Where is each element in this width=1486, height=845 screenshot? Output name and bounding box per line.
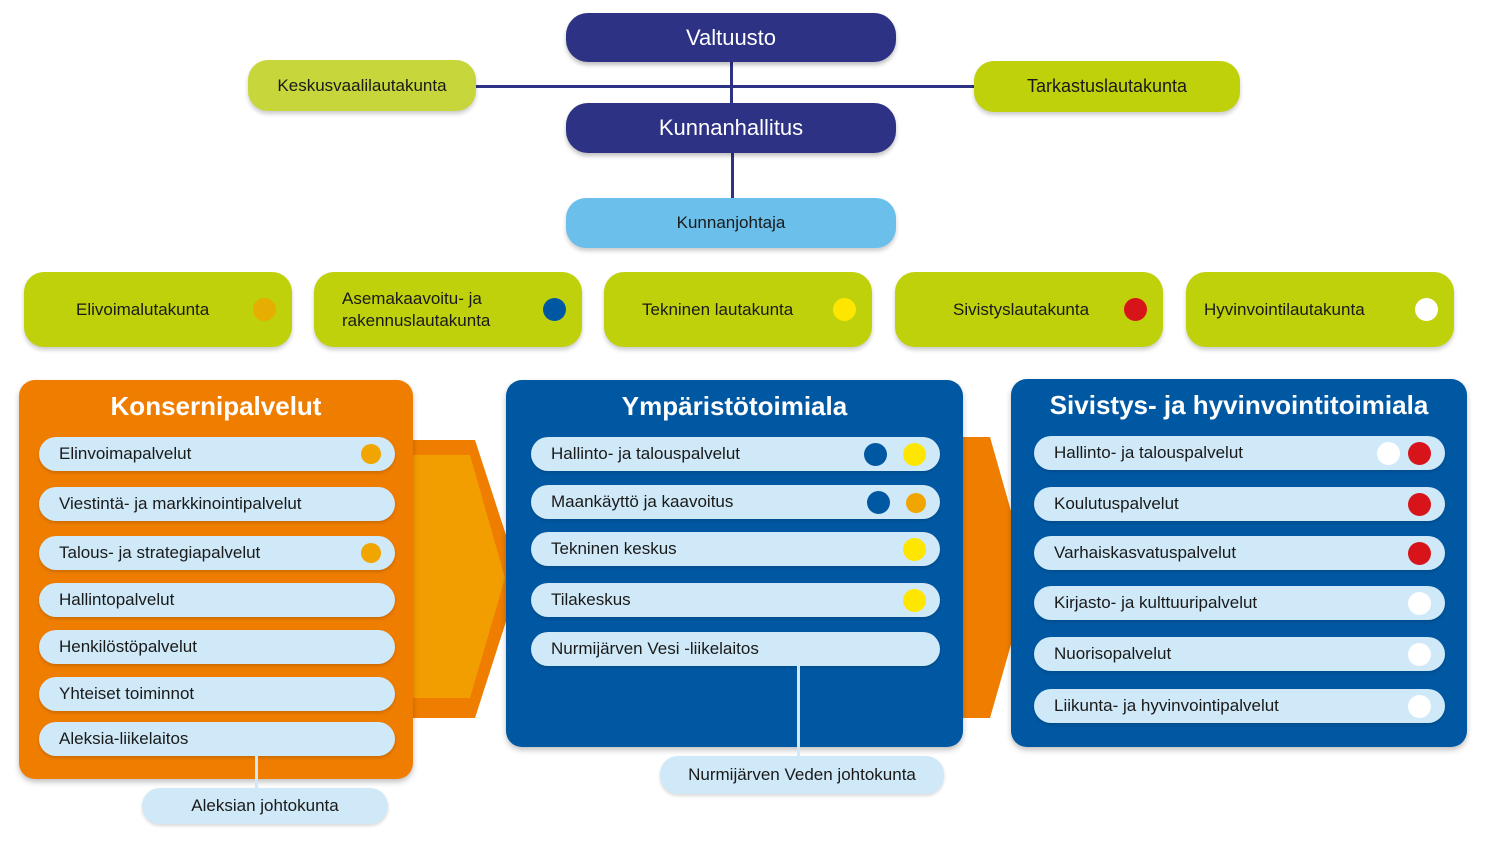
blue-dot-icon <box>867 490 890 514</box>
executive-board-box: Kunnanhallitus <box>566 103 896 153</box>
board-elinvoima: Elivoimalutakunta <box>24 272 292 347</box>
service-item: Hallintopalvelut <box>39 583 395 617</box>
division-title: Sivistys- ja hyvinvointitoimiala <box>1049 390 1429 420</box>
service-label: Kirjasto- ja kulttuuripalvelut <box>1054 593 1258 612</box>
yellow-dot-icon <box>833 298 856 321</box>
board-asemakaavoitus: Asemakaavoitu- ja rakennuslautakunta <box>314 272 582 347</box>
blue-dot-icon <box>864 442 887 466</box>
service-label: Koulutuspalvelut <box>1054 494 1179 513</box>
aleksia-connector <box>255 756 258 790</box>
manager-connector <box>731 152 734 200</box>
service-item: Nurmijärven Vesi -liikelaitos <box>531 632 940 666</box>
service-item: Nuorisopalvelut <box>1034 637 1445 671</box>
audit-board-box: Tarkastuslautakunta <box>974 61 1240 112</box>
service-item: Varhaiskasvatuspalvelut <box>1034 536 1445 570</box>
service-label: Liikunta- ja hyvinvointipalvelut <box>1054 696 1279 715</box>
vesi-connector <box>797 666 800 760</box>
sub-board-vesi: Nurmijärven Veden johtokunta <box>660 756 944 794</box>
municipal-manager-box: Kunnanjohtaja <box>566 198 896 248</box>
sub-board-aleksia: Aleksian johtokunta <box>142 788 388 824</box>
service-label: Nurmijärven Vesi -liikelaitos <box>551 639 759 658</box>
division-ymparistotoimiala: Ympäristötoimiala Hallinto- ja talouspal… <box>506 380 963 747</box>
arrow-left-inner <box>410 455 505 698</box>
white-dot-icon <box>1415 298 1438 321</box>
service-label: Hallinto- ja talouspalvelut <box>551 444 740 463</box>
service-item: Maankäyttö ja kaavoitus <box>531 485 940 519</box>
yellow-dot-icon <box>903 588 926 612</box>
service-label: Varhaiskasvatuspalvelut <box>1054 543 1237 562</box>
service-label: Aleksia-liikelaitos <box>59 729 189 748</box>
service-label: Yhteiset toiminnot <box>59 684 195 703</box>
white-dot-icon <box>1408 642 1431 666</box>
division-sivistys-hyvinvointi: Sivistys- ja hyvinvointitoimiala Hallint… <box>1011 379 1467 747</box>
service-label: Henkilöstöpalvelut <box>59 637 197 656</box>
council-connector <box>730 62 733 106</box>
service-item: Elinvoimapalvelut <box>39 437 395 471</box>
red-dot-icon <box>1124 298 1147 321</box>
service-label: Tilakeskus <box>551 590 631 609</box>
service-item: Hallinto- ja talouspalvelut <box>531 437 940 471</box>
yellow-dot-icon <box>903 442 926 466</box>
service-label: Maankäyttö ja kaavoitus <box>551 492 734 511</box>
service-item: Viestintä- ja markkinointipalvelut <box>39 487 395 521</box>
division-title: Konsernipalvelut <box>110 391 322 421</box>
orange-dot-icon <box>906 492 926 513</box>
service-label: Viestintä- ja markkinointipalvelut <box>59 494 302 513</box>
service-label: Elinvoimapalvelut <box>59 444 192 463</box>
service-label: Hallinto- ja talouspalvelut <box>1054 443 1243 462</box>
board-sivistys: Sivistyslautakunta <box>895 272 1163 347</box>
red-dot-icon <box>1408 492 1431 516</box>
boards-connector <box>476 85 976 88</box>
service-label: Tekninen keskus <box>551 539 677 558</box>
arrow-right-shape <box>958 437 1030 718</box>
board-label: Elivoimalutakunta <box>76 299 210 319</box>
white-dot-icon <box>1377 441 1400 465</box>
board-tekninen: Tekninen lautakunta <box>604 272 872 347</box>
service-label: Nuorisopalvelut <box>1054 644 1172 663</box>
service-label: Hallintopalvelut <box>59 590 175 609</box>
service-item: Tekninen keskus <box>531 532 940 566</box>
service-item: Hallinto- ja talouspalvelut <box>1034 436 1445 470</box>
division-konsernipalvelut: Konsernipalvelut Elinvoimapalvelut Viest… <box>19 380 413 779</box>
service-item: Aleksia-liikelaitos <box>39 722 395 756</box>
orange-dot-icon <box>361 543 381 563</box>
white-dot-icon <box>1408 591 1431 615</box>
service-item: Yhteiset toiminnot <box>39 677 395 711</box>
service-label: Talous- ja strategiapalvelut <box>59 543 261 562</box>
yellow-dot-icon <box>903 537 926 561</box>
orange-dot-icon <box>253 298 276 321</box>
blue-dot-icon <box>543 298 566 321</box>
service-item: Kirjasto- ja kulttuuripalvelut <box>1034 586 1445 620</box>
red-dot-icon <box>1408 441 1431 465</box>
division-title: Ympäristötoimiala <box>621 391 848 421</box>
white-dot-icon <box>1408 694 1431 718</box>
board-label: Tekninen lautakunta <box>642 299 794 319</box>
red-dot-icon <box>1408 541 1431 565</box>
board-hyvinvointi: Hyvinvointilautakunta <box>1186 272 1454 347</box>
orange-dot-icon <box>361 444 381 464</box>
service-item: Tilakeskus <box>531 583 940 617</box>
service-item: Koulutuspalvelut <box>1034 487 1445 521</box>
service-item: Henkilöstöpalvelut <box>39 630 395 664</box>
service-item: Liikunta- ja hyvinvointipalvelut <box>1034 689 1445 723</box>
board-label: Sivistyslautakunta <box>953 299 1090 319</box>
central-election-board-box: Keskusvaalilautakunta <box>248 60 476 111</box>
board-label: Hyvinvointilautakunta <box>1204 299 1365 319</box>
board-label: Asemakaavoitu- ja rakennuslautakunta <box>342 288 491 330</box>
council-box: Valtuusto <box>566 13 896 62</box>
service-item: Talous- ja strategiapalvelut <box>39 536 395 570</box>
